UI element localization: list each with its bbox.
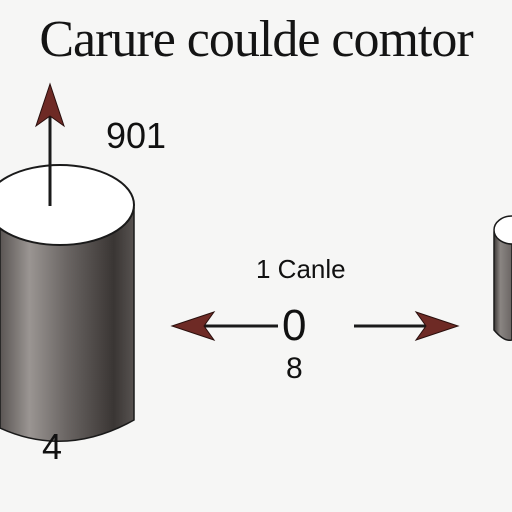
diagram-title: Carure coulde comtor bbox=[39, 11, 473, 68]
left-arrow bbox=[170, 311, 278, 341]
center-value-label: 0 bbox=[282, 301, 307, 350]
top-value-label: 901 bbox=[106, 115, 167, 156]
center-sub-label: 8 bbox=[286, 352, 303, 385]
up-arrow bbox=[35, 82, 65, 206]
right-arrow bbox=[354, 311, 460, 341]
bottom-left-label: 4 bbox=[42, 426, 63, 467]
right-cylinder bbox=[493, 215, 512, 342]
center-caption-label: 1 Canle bbox=[256, 254, 346, 284]
left-cylinder bbox=[0, 164, 135, 442]
